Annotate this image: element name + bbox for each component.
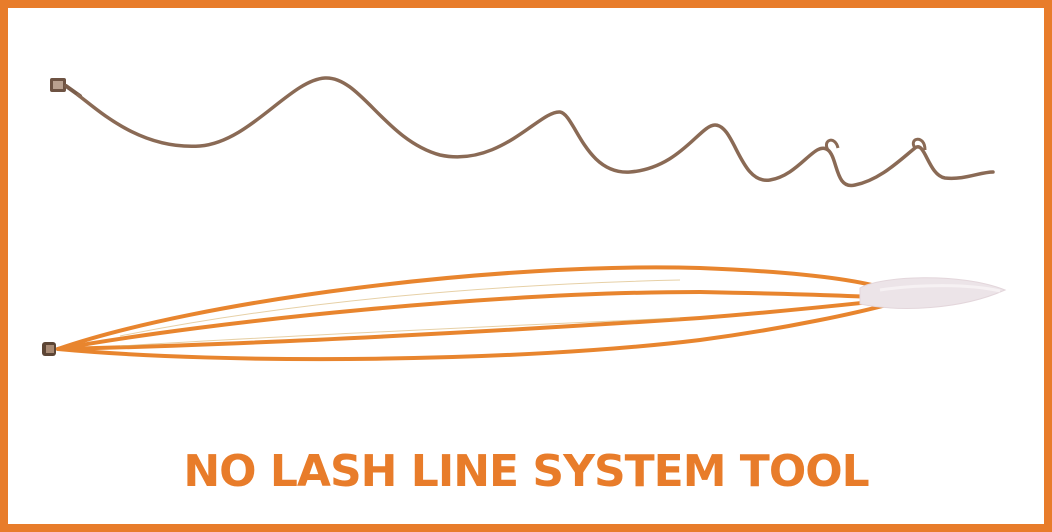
coil-wire <box>76 76 995 188</box>
coil-wire-tool <box>50 76 995 188</box>
coil-connector-end <box>50 78 82 98</box>
basket-wire-tool <box>42 265 1007 362</box>
basket-connector-end <box>42 342 56 356</box>
basket-wire-3 <box>56 298 892 351</box>
basket-wire-4 <box>56 302 892 362</box>
basket-wire-1 <box>56 265 892 351</box>
caption-title: NO LASH LINE SYSTEM TOOL <box>183 446 869 497</box>
basket-tip <box>859 277 1007 309</box>
basket-wire-2 <box>56 289 892 351</box>
